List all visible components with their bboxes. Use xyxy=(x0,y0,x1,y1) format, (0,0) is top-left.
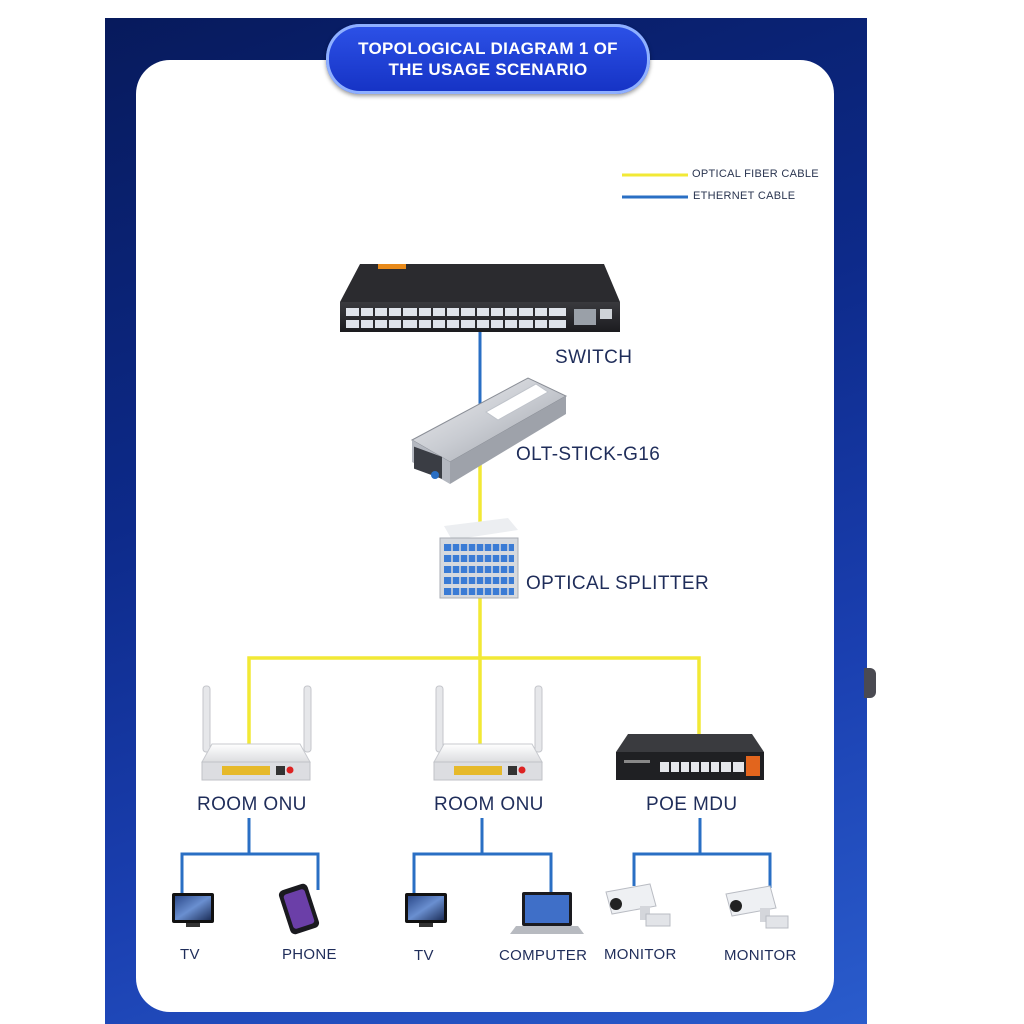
computer-label: COMPUTER xyxy=(499,947,588,964)
legend-ethernet-label: ETHERNET CABLE xyxy=(693,190,796,202)
tv-2-label: TV xyxy=(414,947,434,964)
router-icon-onu-2 xyxy=(433,685,543,781)
title-banner: TOPOLOGICAL DIAGRAM 1 OF THE USAGE SCENA… xyxy=(326,24,650,94)
tv-1-label: TV xyxy=(180,946,200,963)
sfp-module-icon xyxy=(410,377,568,484)
side-knob xyxy=(864,668,876,698)
switch-icon xyxy=(340,264,620,332)
monitor-2-label: MONITOR xyxy=(724,947,797,964)
phone-label: PHONE xyxy=(282,946,337,963)
page-title: TOPOLOGICAL DIAGRAM 1 OF THE USAGE SCENA… xyxy=(358,39,618,79)
monitor-1-label: MONITOR xyxy=(604,946,677,963)
tv-icon-1 xyxy=(172,893,214,927)
cctv-camera-icon-2 xyxy=(725,885,789,929)
laptop-icon xyxy=(510,892,584,934)
onu-2-label: ROOM ONU xyxy=(434,794,544,815)
poe-switch-icon xyxy=(616,734,764,780)
ethernet-cables-devices xyxy=(180,818,772,896)
switch-label: SWITCH xyxy=(555,347,633,368)
tv-icon-2 xyxy=(405,893,447,927)
splitter-label: OPTICAL SPLITTER xyxy=(526,573,710,594)
mdu-label: POE MDU xyxy=(646,794,738,815)
cctv-camera-icon-1 xyxy=(605,883,671,927)
router-icon-onu-1 xyxy=(201,685,312,781)
olt-label: OLT-STICK-G16 xyxy=(516,444,661,465)
onu-1-label: ROOM ONU xyxy=(197,794,307,815)
phone-icon xyxy=(278,883,320,935)
splitter-icon xyxy=(439,518,519,599)
fiber-cables xyxy=(247,458,701,745)
legend-fiber-label: OPTICAL FIBER CABLE xyxy=(692,168,819,180)
